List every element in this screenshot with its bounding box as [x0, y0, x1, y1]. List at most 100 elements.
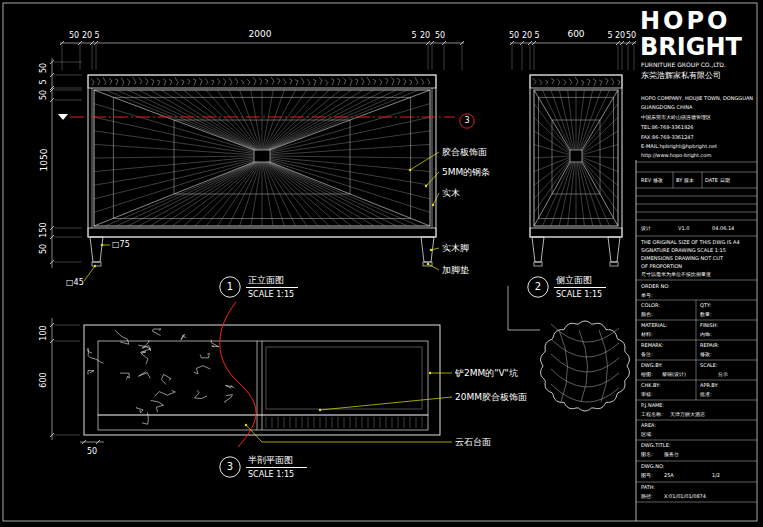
marble-vein: [136, 408, 143, 413]
strip-hatch: [404, 417, 405, 428]
stone-texture: [289, 78, 292, 84]
title-block-text: SIGNATURE DRAWING SCALE 1:15: [641, 248, 726, 253]
stone-texture: [319, 77, 322, 85]
dimension-tick: [50, 88, 54, 92]
marble-vein: [88, 354, 103, 363]
title-block-rule: [636, 440, 757, 441]
stone-texture: [611, 78, 614, 86]
detail-grain: [551, 369, 619, 387]
stone-texture: [253, 77, 256, 85]
title-block-text: REV 修改: [641, 178, 663, 183]
extension-line: [54, 228, 82, 229]
top-band: [530, 75, 622, 88]
stone-texture: [391, 77, 394, 85]
company-logo: HOPO: [640, 9, 730, 33]
stone-texture: [223, 78, 226, 85]
dimension-value: 600: [40, 372, 48, 387]
callout-text: 铲2MM的"V"坑: [455, 369, 518, 378]
title-block-text: DATE 日期: [705, 178, 730, 183]
title-block-text: 1/2: [712, 473, 720, 478]
stone-texture: [265, 79, 268, 84]
side-strip: [432, 88, 433, 228]
dimension-value: 2000: [249, 30, 272, 39]
leg: [532, 237, 544, 262]
stone-texture: [157, 80, 160, 86]
stone-texture: [563, 79, 566, 85]
title-block-text: 批准:: [700, 392, 712, 397]
detail-view: [541, 321, 630, 411]
stone-texture: [581, 80, 584, 86]
stone-texture: [115, 79, 118, 85]
bottom-band: [530, 228, 622, 237]
title-block-text: MATERIAL:: [641, 323, 667, 328]
extension-line: [96, 45, 97, 70]
title-block-text: BY 版本: [676, 178, 694, 183]
dimension-tick: [50, 433, 54, 437]
view-callout: 2侧立面图SCALE 1:15: [527, 275, 606, 300]
stone-texture: [301, 77, 304, 84]
title-block-text: 04.06.14: [712, 226, 734, 231]
stone-texture: [409, 80, 412, 85]
detail-grain: [579, 330, 588, 402]
title-block-rule: [636, 461, 757, 462]
callout-circle: [460, 114, 474, 128]
veneer-frame: [174, 120, 350, 194]
stone-texture: [313, 79, 316, 85]
strip-hatch: [272, 417, 273, 428]
title-block: [636, 160, 757, 521]
stone-texture: [181, 80, 184, 86]
strip-hatch: [338, 417, 339, 428]
view-title: 正立面图SCALE 1:15: [246, 275, 298, 300]
dimension-tick: [50, 73, 54, 77]
stone-texture: [599, 80, 602, 86]
stone-texture: [349, 77, 352, 86]
title-block-rule: [696, 300, 697, 400]
title-block-text: COLOR:: [641, 303, 660, 308]
view-callout: 1正立面图SCALE 1:15: [219, 275, 298, 300]
bottom-band: [88, 228, 436, 237]
dimension-tick: [532, 41, 536, 45]
leader-line: [320, 397, 452, 410]
title-block-text: 设计: [641, 226, 651, 231]
panel-center: [570, 150, 582, 162]
title-block-text: 服务台: [664, 452, 679, 457]
stone-texture: [229, 78, 232, 86]
stone-texture: [127, 79, 130, 86]
marble-vein: [161, 374, 171, 384]
strip-hatch: [368, 417, 369, 428]
extension-line: [534, 45, 535, 70]
view-title: 半剖平面图SCALE 1:15: [246, 455, 307, 480]
strip-hatch: [320, 417, 321, 428]
v-groove: [266, 347, 422, 409]
dimension-value: 5: [607, 32, 612, 40]
title-block-text: X:01/01/01/0874: [664, 494, 706, 499]
dimension-tick: [430, 41, 434, 45]
title-block-text: 数量:: [700, 312, 712, 317]
dimension-tick: [78, 41, 82, 45]
dimension-tick: [90, 41, 94, 45]
dimension-tick: [520, 41, 524, 45]
callout-text: 云石台面: [455, 438, 491, 447]
callout-circle: [220, 457, 240, 477]
strip-hatch: [350, 417, 351, 428]
marble-vein: [151, 400, 164, 412]
veneer-frame: [552, 120, 600, 194]
extension-line: [92, 45, 93, 70]
title-block-text: 尺寸以毫米为单位不按比例量度: [641, 272, 711, 277]
extension-line: [622, 45, 623, 70]
title-block-text: GUANGDONG CHINA: [641, 105, 692, 110]
strip-hatch: [284, 417, 285, 428]
strip-hatch: [362, 417, 363, 428]
leader-dot: [432, 204, 434, 206]
callout-bubble: 3: [459, 113, 475, 129]
view-callout: 3: [459, 113, 475, 129]
callout-text: 20MM胶合板饰面: [455, 393, 527, 402]
stone-texture: [421, 78, 424, 84]
leader-line: [433, 193, 439, 205]
title-block-text: 区域:: [641, 432, 653, 437]
detail-grain: [599, 330, 608, 402]
dimension-tick: [510, 41, 514, 45]
leader-dot: [101, 244, 103, 246]
dimension-tick: [82, 440, 86, 444]
dimension-value: 50: [435, 32, 445, 40]
